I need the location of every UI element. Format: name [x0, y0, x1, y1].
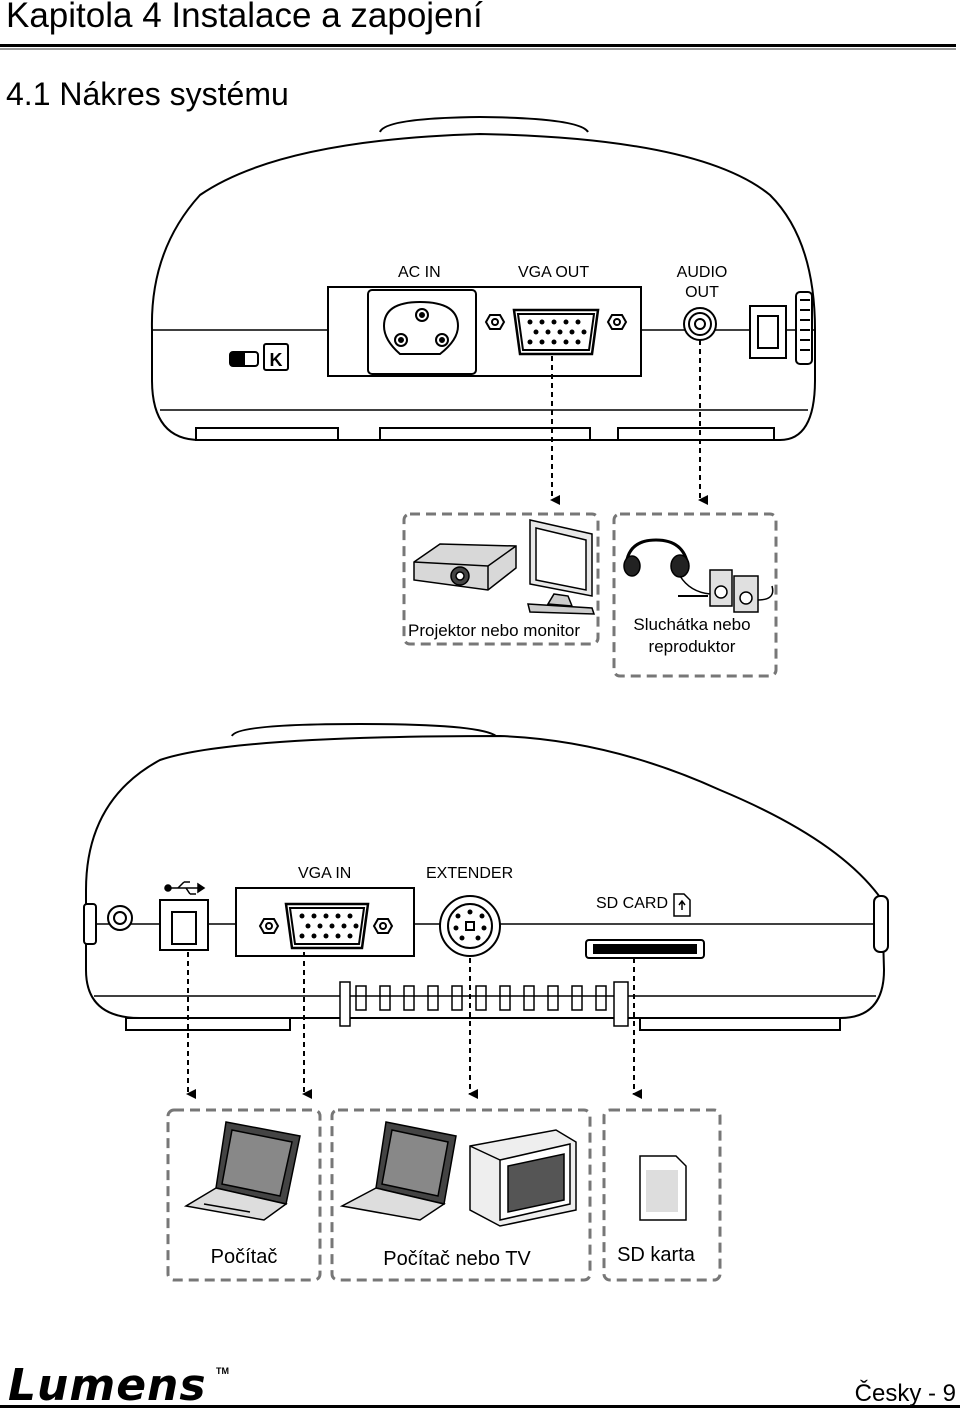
page-number: Česky - 9 — [854, 1380, 956, 1407]
top-device: K — [150, 115, 816, 441]
computer-tv-box — [330, 1108, 592, 1282]
audio-target-label-line2: reproduktor — [648, 637, 736, 656]
audio-output-box — [612, 512, 778, 678]
projector-monitor-label: Projektor nebo monitor — [408, 621, 580, 640]
sd-card-port-label: SD CARD — [596, 895, 669, 912]
chapter-rule-shadow — [0, 48, 956, 50]
svg-text:K: K — [270, 350, 283, 370]
footer-rule — [0, 1405, 960, 1408]
laptop-icon — [339, 1121, 457, 1221]
computer-tv-label: Počítač nebo TV — [383, 1248, 531, 1270]
projector-icon — [413, 543, 517, 591]
sd-card-label: SD karta — [617, 1244, 695, 1266]
sd-card-box — [602, 1108, 722, 1282]
audio-target-label-line1: Sluchátka nebo — [633, 615, 751, 634]
section-title: 4.1 Nákres systému — [6, 76, 289, 112]
trademark-mark: TM — [216, 1366, 229, 1376]
tv-icon — [469, 1129, 577, 1227]
chapter-rule — [0, 44, 956, 47]
audio-out-label-line1: AUDIO — [676, 264, 728, 281]
ac-in-label: AC IN — [398, 264, 441, 281]
vga-in-label: VGA IN — [298, 865, 352, 882]
extender-label: EXTENDER — [426, 865, 514, 882]
headphones-speakers-icon — [623, 538, 774, 613]
projector-monitor-box — [402, 512, 600, 646]
vga-out-label: VGA OUT — [518, 264, 590, 281]
laptop-icon — [183, 1121, 301, 1221]
computer-label: Počítač — [210, 1246, 278, 1268]
monitor-icon — [527, 519, 596, 615]
bottom-device — [83, 722, 889, 1031]
computer-box — [166, 1108, 322, 1282]
sd-card-icon — [639, 1155, 687, 1221]
lumens-logo: Lumens — [8, 1360, 207, 1411]
chapter-title: Kapitola 4 Instalace a zapojení — [6, 0, 483, 35]
audio-out-label-line2: OUT — [685, 284, 719, 301]
